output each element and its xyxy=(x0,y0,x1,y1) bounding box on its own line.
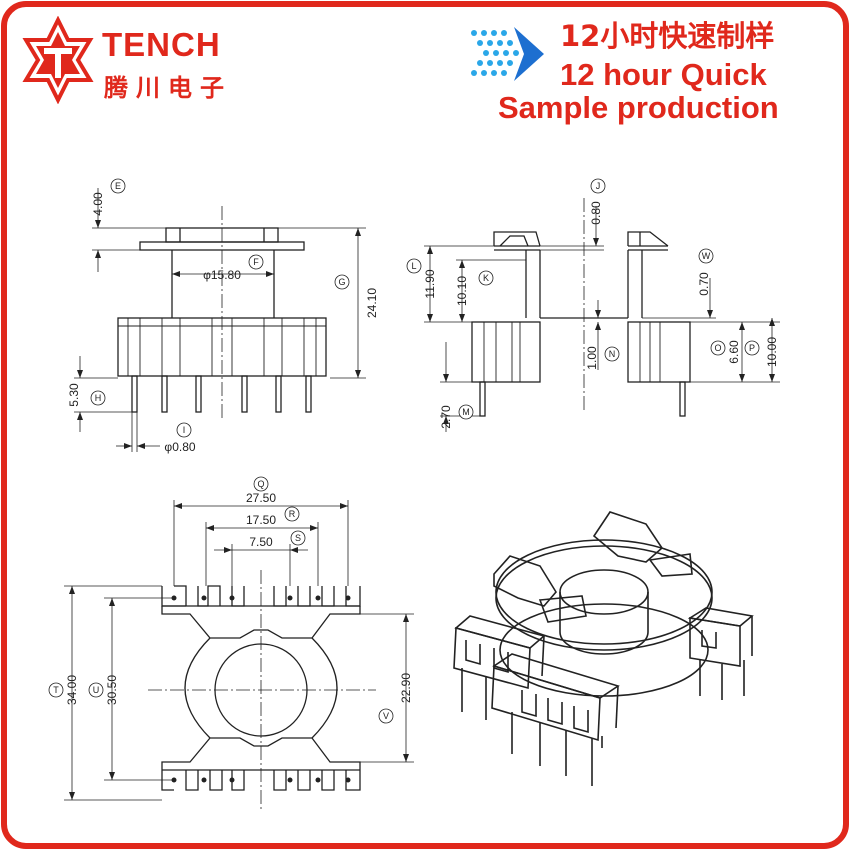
label-U: U xyxy=(93,685,100,695)
dim-H: 5.30 xyxy=(67,383,81,407)
label-V: V xyxy=(383,711,389,721)
dim-I: φ0.80 xyxy=(164,440,195,454)
dim-F: φ15.80 xyxy=(203,268,241,282)
bottom-view xyxy=(64,500,414,810)
dim-R: 17.50 xyxy=(246,513,276,527)
dim-T: 34.00 xyxy=(65,675,79,705)
front-view xyxy=(74,188,366,452)
label-I: I xyxy=(183,425,186,435)
dim-O: 6.60 xyxy=(727,340,741,364)
dim-V: 22.90 xyxy=(399,673,413,703)
dim-S: 7.50 xyxy=(249,535,273,549)
brand-name: TENCH xyxy=(102,26,221,63)
label-S: S xyxy=(295,533,301,543)
label-G: G xyxy=(338,277,345,287)
dim-M: 2.70 xyxy=(439,405,453,429)
label-O: O xyxy=(714,343,721,353)
label-Q: Q xyxy=(257,479,264,489)
label-P: P xyxy=(749,343,755,353)
label-F: F xyxy=(253,257,259,267)
side-view xyxy=(424,198,780,432)
slogan-english-line2: Sample production xyxy=(498,90,779,125)
dim-U: 30.50 xyxy=(105,675,119,705)
label-N: N xyxy=(609,349,616,359)
dim-N: 1.00 xyxy=(585,346,599,370)
dim-K: 10.10 xyxy=(455,276,469,306)
slogan-english-line1: 12 hour Quick xyxy=(560,57,767,92)
label-K: K xyxy=(483,273,489,283)
tench-star-logo-icon xyxy=(22,16,94,104)
label-T: T xyxy=(53,685,59,695)
label-W: W xyxy=(702,251,711,261)
isometric-view xyxy=(453,511,754,786)
label-H: H xyxy=(95,393,102,403)
dim-P: 10.00 xyxy=(765,337,779,367)
label-M: M xyxy=(462,407,470,417)
brand-chinese-name: 腾川电子 xyxy=(104,74,232,102)
dim-Q: 27.50 xyxy=(246,491,276,505)
dim-E: 4.00 xyxy=(91,192,105,216)
label-J: J xyxy=(596,181,601,191)
dim-W: 0.70 xyxy=(697,272,711,296)
label-L: L xyxy=(411,261,416,271)
slogan-chinese: 12小时快速制样 xyxy=(560,19,775,53)
label-E: E xyxy=(115,181,121,191)
speed-arrow-icon xyxy=(471,27,544,81)
label-R: R xyxy=(289,509,296,519)
dim-J: 0.80 xyxy=(589,201,603,225)
dim-L: 11.90 xyxy=(423,269,437,298)
dim-G: 24.10 xyxy=(365,288,379,318)
